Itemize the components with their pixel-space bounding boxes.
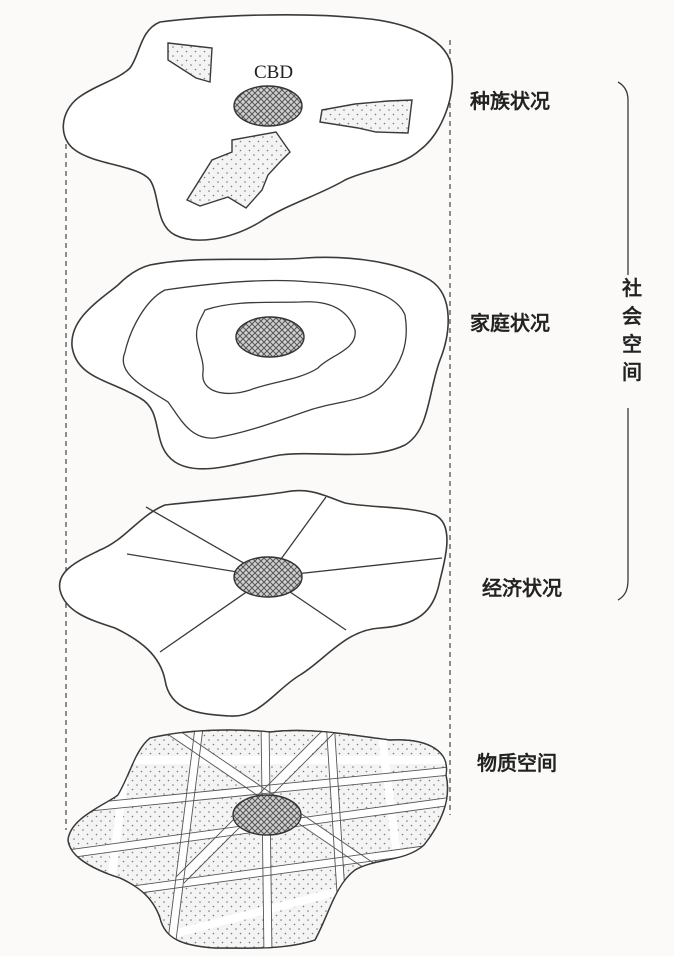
cbd-label: CBD	[254, 62, 293, 83]
race-outline	[62, 14, 454, 241]
physical-boundary	[67, 729, 449, 949]
cbd-core-family	[235, 316, 305, 358]
bracket-label-char: 空	[622, 332, 642, 356]
bracket-label: 社会空间	[621, 276, 642, 384]
bracket-upper	[617, 81, 629, 275]
layer-family: 家庭状况	[71, 256, 550, 470]
layer-label-race: 种族状况	[469, 89, 550, 113]
ethnic-enclave-south	[185, 131, 291, 209]
bracket-label-char: 会	[622, 304, 642, 328]
bracket-label-char: 间	[622, 360, 642, 384]
layer-label-physical: 物质空间	[477, 751, 557, 775]
layer-label-family: 家庭状况	[470, 311, 550, 335]
family-inner-ring	[195, 301, 356, 394]
family-outer-ring	[71, 256, 449, 470]
ethnic-enclave-east	[319, 99, 413, 134]
cbd-core-race	[233, 85, 303, 127]
social-space-bracket: 社会空间	[617, 81, 642, 601]
bracket-lower	[617, 408, 629, 601]
economic-outline	[58, 489, 448, 717]
family-middle-ring	[122, 279, 407, 439]
layer-race: CBD 种族状况	[62, 14, 550, 241]
layer-physical: 物质空间	[67, 729, 557, 949]
cbd-core-physical	[232, 794, 302, 836]
ethnic-enclave-north	[167, 42, 213, 83]
layer-label-economic: 经济状况	[482, 576, 562, 600]
cbd-core-economic	[233, 556, 303, 598]
layer-economic: 经济状况	[58, 489, 562, 717]
bracket-label-char: 社	[621, 276, 642, 300]
